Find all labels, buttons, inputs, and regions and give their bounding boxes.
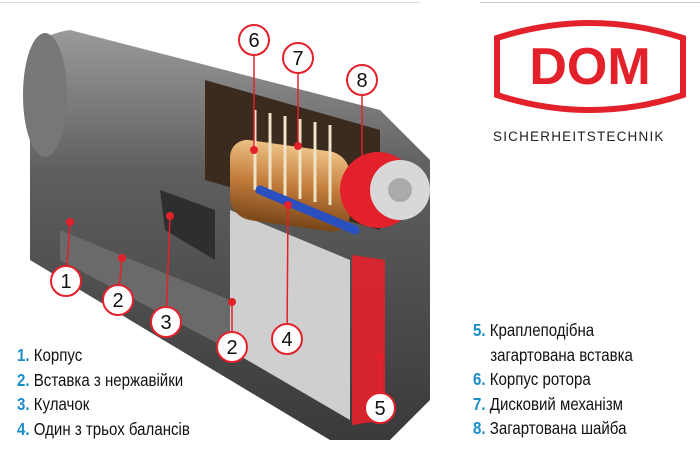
cylinder-end (23, 33, 67, 157)
callout-number: 6 (248, 30, 259, 52)
callout-circle (102, 284, 134, 316)
callout-number: 7 (292, 48, 303, 70)
hardened-insert (352, 255, 385, 425)
legend-item: 4. Один з трьох балансів (17, 417, 190, 442)
callout-circle (282, 42, 314, 74)
leader-dot (376, 353, 384, 361)
leader-dot (66, 218, 74, 226)
legend-number: 4. (17, 418, 30, 439)
legend-number: 8. (473, 418, 486, 438)
callout-circle (216, 331, 248, 363)
callout-circle (271, 323, 303, 355)
cam (160, 190, 215, 260)
legend-item: 2. Вставка з нержавійки (17, 368, 190, 393)
legend-right: 5. Краплеподібна загартована вставка 6. … (473, 318, 633, 441)
legend-number: 3. (17, 394, 30, 414)
legend-label: Вставка з нержавійки (33, 369, 184, 390)
leader-dot (250, 146, 258, 154)
logo-tagline: SICHERHEITSTECHNIK (493, 129, 665, 144)
legend-label: Дисковий механізм (489, 393, 624, 414)
callout-circle (364, 392, 396, 424)
callout-number: 8 (356, 70, 367, 92)
leader-line (165, 215, 171, 323)
rotor-core (230, 139, 350, 232)
legend-number: 6. (473, 369, 486, 389)
leader-dot (118, 254, 126, 262)
legend-label-continued: загартована вставка (490, 344, 633, 365)
callout-number: 3 (160, 312, 171, 334)
legend-label: Загартована шайба (489, 418, 627, 438)
callout-circle (238, 24, 270, 56)
leader-line (286, 204, 289, 340)
callout-number: 5 (374, 398, 385, 420)
legend-label: Корпус ротора (489, 369, 591, 389)
legend-number: 1. (17, 345, 30, 365)
callout-circle (50, 265, 82, 297)
callout-circle (346, 64, 378, 96)
leader-dot (284, 201, 292, 209)
legend-label: Один з трьох балансів (33, 418, 190, 439)
legend-number: 2. (17, 369, 30, 390)
callout-number: 2 (226, 337, 237, 359)
legend-item: 8. Загартована шайба (473, 416, 633, 441)
dom-logo: DOM (494, 20, 686, 113)
housing-front (230, 210, 350, 420)
callout-circle (150, 306, 182, 338)
legend-item: 3. Кулачок (17, 392, 190, 417)
logo-text: DOM (529, 38, 650, 96)
legend-item: 6. Корпус ротора (473, 367, 633, 392)
legend-item: 1. Корпус (17, 343, 190, 368)
callout-number: 4 (281, 329, 292, 351)
legend-number: 7. (473, 393, 486, 414)
legend-label: Корпус (33, 345, 83, 365)
legend-number: 5. (473, 320, 486, 340)
leader-dot (294, 142, 302, 150)
legend-left: 1. Корпус 2. Вставка з нержавійки 3. Кул… (17, 343, 190, 441)
callout-number: 1 (60, 271, 71, 293)
leader-dot (228, 298, 236, 306)
callout-number: 2 (112, 290, 123, 312)
blue-pin (255, 185, 360, 235)
legend-item: 7. Дисковий механізм (473, 392, 633, 417)
divider (0, 2, 420, 3)
legend-item: 5. Краплеподібна (473, 318, 633, 343)
legend-label: Краплеподібна (489, 320, 595, 340)
divider (480, 2, 700, 3)
leader-dot (358, 178, 366, 186)
leader-dot (166, 212, 174, 220)
housing-lower (60, 230, 230, 350)
legend-label: Кулачок (33, 394, 90, 414)
